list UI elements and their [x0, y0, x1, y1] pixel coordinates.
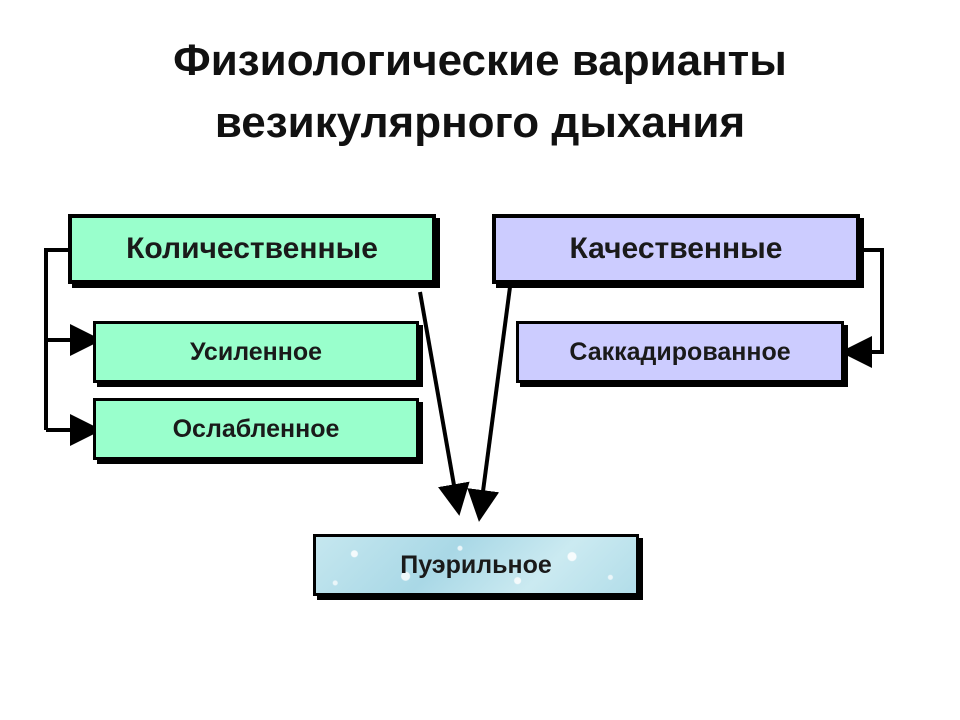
box-qualitative: Качественные — [492, 214, 860, 284]
box-enhanced-label: Усиленное — [189, 337, 323, 366]
box-quantitative: Количественные — [68, 214, 436, 284]
bracket-qualitative — [840, 248, 884, 368]
box-saccadic-label: Саккадированное — [569, 337, 791, 366]
box-quantitative-label: Количественные — [126, 232, 378, 265]
box-enhanced: Усиленное — [93, 321, 419, 383]
box-puerile-label: Пуэрильное — [400, 550, 552, 579]
box-saccadic: Саккадированное — [516, 321, 844, 383]
bracket-quantitative — [44, 248, 70, 430]
title-line-1: Физиологические варианты — [173, 36, 787, 85]
box-weakened-label: Ослабленное — [172, 414, 340, 443]
arrow-qualitative-to-puerile — [467, 286, 512, 522]
box-weakened: Ослабленное — [93, 398, 419, 460]
page-title: Физиологические варианты везикулярного д… — [0, 30, 960, 154]
box-qualitative-label: Качественные — [569, 232, 783, 265]
box-puerile: Пуэрильное — [313, 534, 639, 596]
title-line-2: везикулярного дыхания — [214, 98, 746, 147]
arrow-quantitative-to-puerile — [418, 291, 470, 516]
